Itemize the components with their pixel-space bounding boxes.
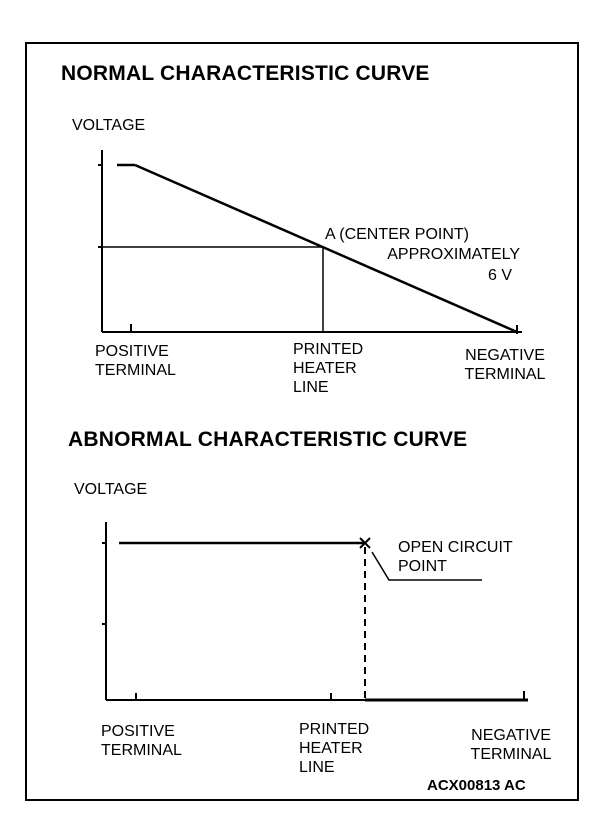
normal-chart — [98, 150, 522, 334]
center-voltage-value: 6 V — [487, 267, 512, 284]
normal-curve-slope — [134, 163, 518, 334]
open-circuit-label: OPEN CIRCUIT POINT — [398, 539, 513, 575]
approximately-label: APPROXIMATELY — [387, 246, 520, 263]
normal-x-label-printed: PRINTED HEATER LINE — [293, 341, 364, 396]
normal-y-axis-label: VOLTAGE — [72, 117, 146, 134]
abnormal-x-label-printed: PRINTED HEATER LINE — [299, 721, 370, 776]
abnormal-chart — [102, 522, 528, 702]
normal-x-label-positive: POSITIVE TERMINAL — [95, 343, 176, 379]
center-point-label: A (CENTER POINT) — [325, 226, 470, 243]
normal-x-label-negative: NEGATIVE TERMINAL — [464, 347, 546, 383]
figure-code: ACX00813 AC — [427, 777, 526, 794]
normal-chart-title: NORMAL CHARACTERISTIC CURVE — [61, 62, 430, 85]
abnormal-x-label-negative: NEGATIVE TERMINAL — [470, 727, 552, 763]
open-circuit-leader — [371, 551, 482, 581]
abnormal-y-axis-label: VOLTAGE — [74, 481, 148, 498]
open-circuit-x-mark — [359, 537, 371, 549]
abnormal-chart-title: ABNORMAL CHARACTERISTIC CURVE — [68, 428, 468, 451]
abnormal-x-label-positive: POSITIVE TERMINAL — [101, 723, 182, 759]
figure-frame — [25, 42, 579, 801]
